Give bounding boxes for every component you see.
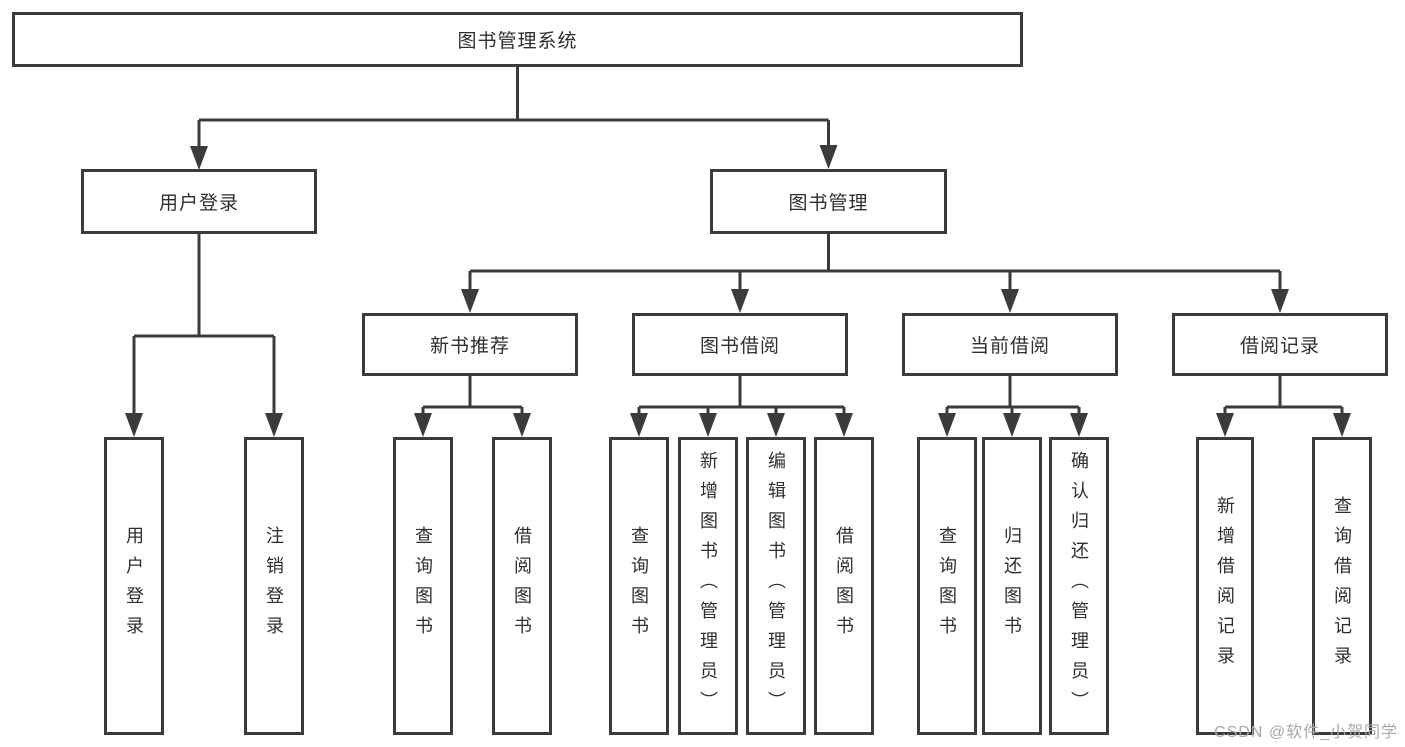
node-borrowing-records: 借阅记录 [1172,313,1388,376]
node-label: 借阅图书 [512,526,532,646]
leaf-borrow-books-recommendation: 借阅图书 [492,437,552,735]
node-label: 新书推荐 [429,336,510,357]
node-label: 用户登录 [124,526,144,646]
leaf-query-books-borrowing: 查询图书 [609,437,669,735]
leaf-add-borrow-record: 新增借阅记录 [1196,437,1254,735]
node-current-borrowing: 当前借阅 [902,313,1118,376]
node-label: 查询图书 [413,526,433,646]
node-label: 借阅图书 [834,526,854,646]
node-label: 编辑图书（管理员） [766,451,786,721]
node-label: 注销登录 [264,526,284,646]
leaf-confirm-return-admin: 确认归还（管理员） [1049,437,1109,735]
leaf-query-books-recommendation: 查询图书 [393,437,453,735]
leaf-return-books: 归还图书 [982,437,1042,735]
node-label: 确认归还（管理员） [1069,451,1089,721]
node-label: 新增借阅记录 [1215,496,1235,676]
node-new-book-recommendation: 新书推荐 [362,313,578,376]
leaf-query-borrow-record: 查询借阅记录 [1312,437,1372,735]
node-book-borrowing: 图书借阅 [632,313,848,376]
node-label: 查询借阅记录 [1332,496,1352,676]
node-label: 当前借阅 [969,336,1050,357]
node-user-login: 用户登录 [81,169,317,234]
node-label: 用户登录 [158,193,239,214]
csdn-watermark: CSDN @软件_小贺同学 [1214,724,1398,741]
leaf-edit-books-admin: 编辑图书（管理员） [746,437,806,735]
leaf-logout-login: 注销登录 [244,437,304,735]
leaf-query-books-current: 查询图书 [917,437,977,735]
node-label: 图书管理系统 [457,31,578,52]
node-label: 图书管理 [788,193,869,214]
leaf-add-books-admin: 新增图书（管理员） [678,437,738,735]
node-label: 图书借阅 [699,336,780,357]
node-label: 查询图书 [937,526,957,646]
node-label: 借阅记录 [1239,336,1320,357]
node-book-management: 图书管理 [710,169,947,234]
node-library-management-system: 图书管理系统 [12,12,1023,67]
node-label: 归还图书 [1002,526,1022,646]
node-label: 查询图书 [629,526,649,646]
leaf-user-login: 用户登录 [104,437,164,735]
node-label: 新增图书（管理员） [698,451,718,721]
leaf-borrow-books: 借阅图书 [814,437,874,735]
